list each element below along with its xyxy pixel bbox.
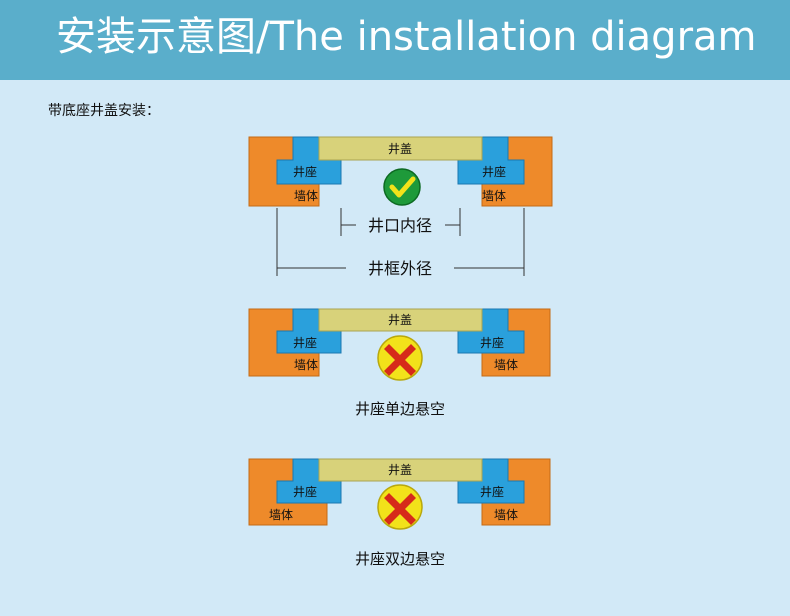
section-label: 带底座井盖安装：: [48, 103, 160, 119]
diagram-double-side: 井盖 井座 井座 墙体 墙体 井座双边悬空: [248, 458, 551, 568]
inner-diameter-label: 井口内径: [368, 216, 432, 235]
diagram-single-side: 井盖 井座 井座 墙体 墙体 井座单边悬空: [248, 308, 551, 418]
seat-label-right: 井座: [480, 484, 504, 499]
wall-label-left: 墙体: [294, 189, 318, 203]
cover-label: 井盖: [388, 142, 412, 156]
seat-label-left: 井座: [293, 484, 317, 499]
cross-icon: [377, 484, 423, 530]
cover: [318, 136, 483, 161]
cross-icon: [377, 335, 423, 381]
outer-diameter-label: 井框外径: [368, 259, 432, 278]
cover-label: 井盖: [388, 313, 412, 327]
caption-double-side: 井座双边悬空: [355, 550, 445, 568]
seat-label-left: 井座: [293, 335, 317, 350]
page-title: 安装示意图/The installation diagram: [56, 14, 757, 60]
cover-label: 井盖: [388, 463, 412, 477]
wall-label-right: 墙体: [494, 358, 518, 372]
wall-label-right: 墙体: [494, 508, 518, 522]
wall-label-right: 墙体: [482, 189, 506, 203]
seat-label-right: 井座: [480, 335, 504, 350]
seat-label-right: 井座: [482, 164, 506, 179]
caption-single-side: 井座单边悬空: [355, 400, 445, 418]
seat-label-left: 井座: [293, 164, 317, 179]
header-bar: 安装示意图/The installation diagram: [0, 0, 790, 80]
cover: [318, 308, 483, 332]
wall-label-left: 墙体: [269, 508, 293, 522]
check-icon: [383, 168, 421, 206]
wall-label-left: 墙体: [294, 358, 318, 372]
diagram-correct: 井盖 井座 井座 墙体 墙体 井口内径 井框外径: [248, 136, 553, 278]
cover: [318, 458, 483, 482]
